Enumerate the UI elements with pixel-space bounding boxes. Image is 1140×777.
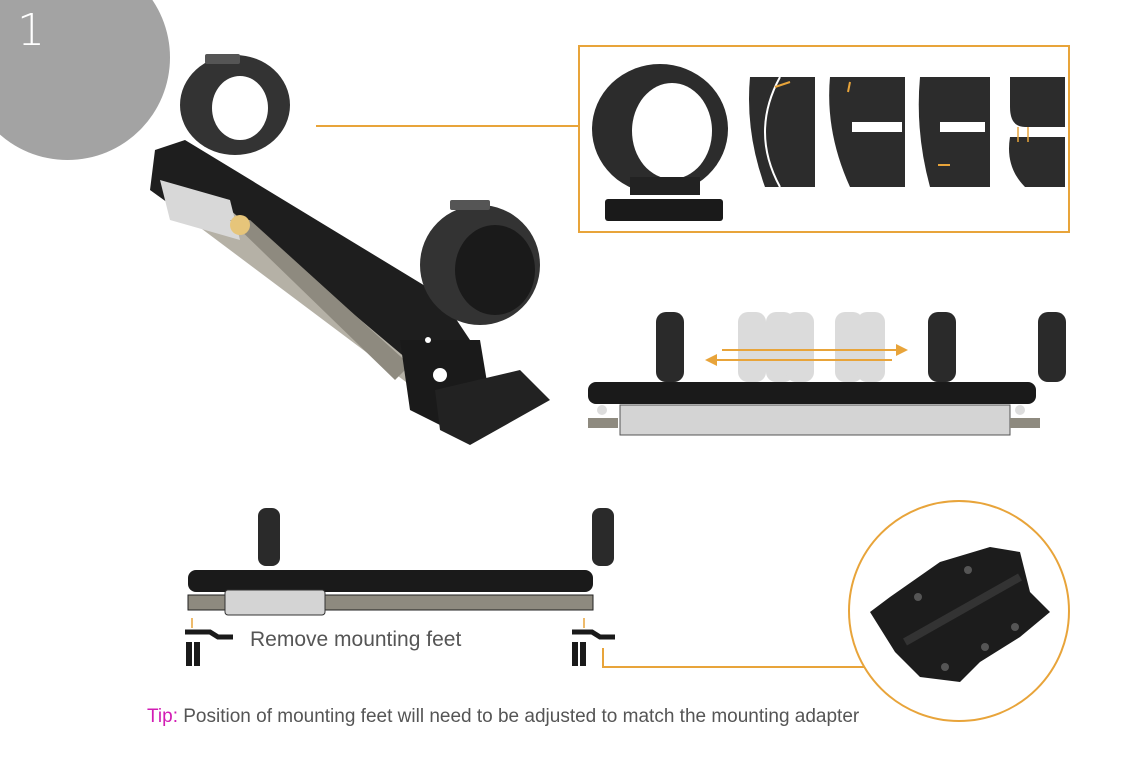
ring-disassembly-illustration — [592, 64, 1065, 221]
callout-line-rings — [316, 125, 578, 127]
callout-line-adapter-v — [602, 648, 604, 668]
main-rail-illustration — [150, 54, 550, 445]
step-badge: 1 — [0, 0, 170, 160]
step-number: 1 — [17, 5, 45, 56]
mounting-adapter-illustration — [870, 547, 1050, 682]
tip-note: Tip: Position of mounting feet will need… — [147, 704, 887, 729]
foot-right-icon — [572, 629, 615, 666]
remove-feet-caption: Remove mounting feet — [250, 628, 462, 651]
tip-text: Position of mounting feet will need to b… — [177, 706, 860, 727]
adapter-detail-circle — [848, 500, 1070, 722]
tip-label: Tip: — [147, 706, 178, 727]
ring-detail-box — [578, 45, 1070, 233]
rail-feet-side-view — [185, 508, 615, 666]
ring-adjust-side-view — [588, 312, 1066, 436]
foot-left-icon — [185, 629, 233, 666]
callout-line-adapter-h — [602, 666, 864, 668]
